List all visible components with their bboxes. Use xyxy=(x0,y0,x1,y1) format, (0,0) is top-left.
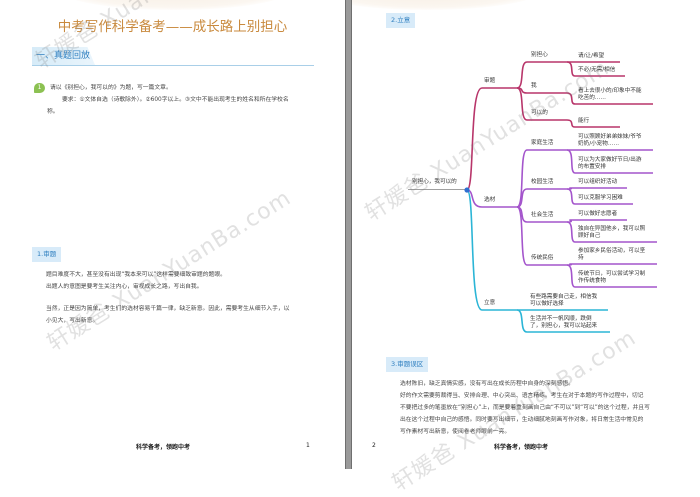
mind-map xyxy=(408,61,657,333)
mindmap-leaf: 可以做好志愿者 xyxy=(578,211,618,217)
mindmap-connector xyxy=(566,221,657,243)
mindmap-branch-xuancai: 选材 xyxy=(484,197,496,203)
mindmap-node: 可以的 xyxy=(531,110,548,116)
mindmap-leaf: 请/让/希望 xyxy=(578,53,605,59)
subsection-heading-wuqu: 3.审题误区 xyxy=(386,357,429,372)
mindmap-leaf: 能行 xyxy=(578,118,590,124)
mindmap-connector xyxy=(566,61,625,77)
section-divider xyxy=(32,65,314,66)
mindmap-leaf: 有些路需要自己走，相信我可以做好选择 xyxy=(530,294,598,307)
mindmap-connector xyxy=(566,187,627,190)
mindmap-connector xyxy=(516,309,610,333)
mindmap-connector xyxy=(516,149,567,208)
mindmap-connector xyxy=(516,87,567,121)
mindmap-leaf: 可以组织好活动 xyxy=(578,179,618,185)
mindmap-connector xyxy=(466,189,608,311)
page-divider xyxy=(345,0,352,469)
mindmap-connector xyxy=(566,149,653,174)
mindmap-leaf: 生活并不一帆风顺，跌倒了，别担心，我可以站起来 xyxy=(530,316,598,329)
page-number: 2 xyxy=(372,442,376,449)
mindmap-leaf: 可以为大家做好节日/出游的布置安排 xyxy=(578,157,642,170)
paragraph-line: 出题人的意图是要考生关注内心，审视成长之路，写出自我。 xyxy=(46,284,203,290)
mindmap-leaf: 独自在异国他乡，我可以照顾好自己 xyxy=(578,226,646,239)
paragraph-line: 选材陈旧，缺乏真情实感，没有写出在成长历程中自身的深刻感悟。 xyxy=(400,381,574,387)
mindmap-connector xyxy=(566,264,657,288)
subsection-heading-liyi: 2.立意 xyxy=(386,13,416,28)
mindmap-connector xyxy=(516,206,567,266)
page-number: 1 xyxy=(306,442,310,449)
footer-slogan: 科学备考，领跑中考 xyxy=(494,444,549,451)
header-decoration xyxy=(352,0,542,10)
paragraph-line: 小见大，写出新意。 xyxy=(46,318,99,324)
mindmap-node: 传统民俗 xyxy=(531,255,554,261)
question-text: 请以《别担心，我可以的》为题，写一篇文章。 xyxy=(50,85,172,91)
question-requirements: 要求：①文体自选（诗歌除外）。②600字以上。③文中不能出现考生的姓名和所在学校… xyxy=(62,97,289,103)
document-title: 中考写作科学备考——成长路上别担心 xyxy=(57,19,288,35)
mindmap-node: 别担心 xyxy=(531,52,548,58)
mindmap-leaf: 不必/无需/相信 xyxy=(578,67,616,73)
mindmap-leaf: 参加家乡民俗活动，可以坚持 xyxy=(578,248,646,261)
mindmap-connector xyxy=(566,119,620,128)
mindmap-connector xyxy=(466,87,517,191)
mindmap-node: 我 xyxy=(531,83,537,89)
mindmap-connector xyxy=(516,61,567,89)
root-node-dot xyxy=(464,187,470,193)
page-1: 中考写作科学备考——成长路上别担心 一、真题回放 1 请以《别担心，我可以的》为… xyxy=(0,0,345,469)
header-decoration xyxy=(60,0,290,10)
question-number-badge: 1 xyxy=(34,83,45,93)
mindmap-connector xyxy=(516,188,567,208)
section-heading-tab: 一、真题回放 xyxy=(32,47,95,65)
page-2: 2.立意 3.审题误区 选材陈旧，缺乏真情实感，没有写出在成长历程中自身的深刻感… xyxy=(352,0,700,469)
mindmap-branch-shenti: 审题 xyxy=(484,78,496,84)
mindmap-node: 家庭生活 xyxy=(531,140,554,146)
paragraph-line: 当然，正是因为简单，考生们的选材容易千篇一律，缺乏新意。因此，需要考生从细节入手… xyxy=(46,306,290,312)
paragraph-line: 不要把过多的笔墨放在“别担心”上，而是要着重刻画自己由“不可以”到“可以”的这个… xyxy=(400,405,650,411)
mindmap-connector xyxy=(566,219,627,223)
mindmap-root: 别担心，我可以的 xyxy=(412,179,457,185)
paragraph-line: 写作素材写出新意，使阅卷老师眼前一亮。 xyxy=(400,429,511,435)
mindmap-connector xyxy=(566,188,633,205)
mindmap-node: 校园生活 xyxy=(531,179,554,185)
footer-slogan: 科学备考，领跑中考 xyxy=(136,444,191,451)
mindmap-node: 社会生活 xyxy=(531,212,554,218)
mindmap-branch-liyi: 立意 xyxy=(484,300,496,306)
mindmap-connector xyxy=(566,92,653,105)
mindmap-leaf: 可以克服学习困难 xyxy=(578,195,623,201)
subsection-heading-shenti: 1.审题 xyxy=(32,247,62,262)
paragraph-line: 出在这个过程中自己的感悟。同时要写出细节，生动细腻地刻画写作对象，将日常生活中常… xyxy=(400,417,644,423)
paragraph-line: 好的作文需要剪裁得当、安排合理、中心突出、语言精练。考生在对于本题的写作过程中，… xyxy=(400,393,644,399)
mindmap-leaf: 可以照顾好弟弟妹妹/爷爷奶奶/小宠物…… xyxy=(578,134,642,147)
mindmap-leaf: 看上去很小的/印象中不能吃苦的…… xyxy=(578,88,642,101)
question-requirements-cont: 称。 xyxy=(47,109,59,115)
mindmap-leaf: 传统节日，可以尝试学习制作传统食物 xyxy=(578,271,646,284)
mindmap-connector xyxy=(566,263,657,266)
paragraph-line: 题目难度不大，甚至没有出现“我本来可以”这样需要细致审题的题眼。 xyxy=(46,272,226,278)
